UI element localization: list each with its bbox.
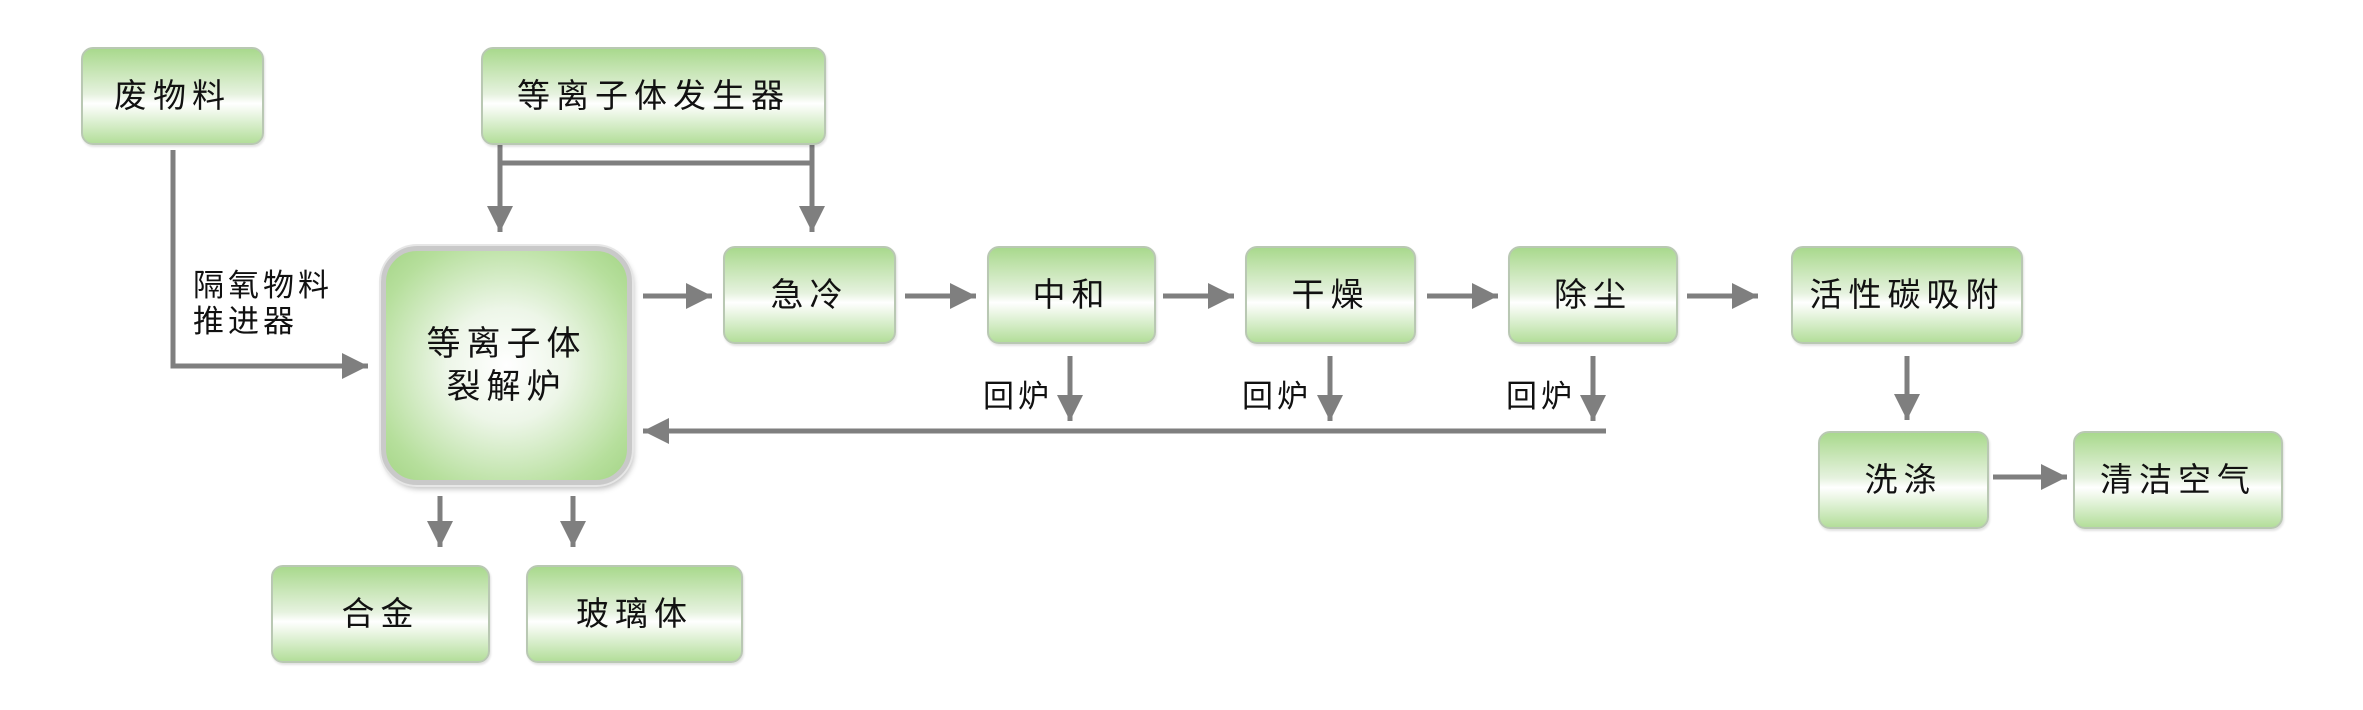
node-plasma-generator: 等离子体发生器 <box>481 47 826 145</box>
node-neutralize-label: 中和 <box>1032 275 1111 315</box>
node-plasma-furnace-line1: 等离子体 <box>426 324 587 364</box>
line-generator-split <box>497 145 815 166</box>
return-label-3: 回炉 <box>1506 379 1576 415</box>
node-clean-air: 清洁空气 <box>2073 431 2283 529</box>
node-quench: 急冷 <box>723 246 896 344</box>
arrow-waste-to-furnace <box>170 150 368 379</box>
node-dedust: 除尘 <box>1508 246 1678 344</box>
node-activated-carbon: 活性碳吸附 <box>1791 246 2023 344</box>
node-alloy: 合金 <box>271 565 490 663</box>
feeder-label: 隔氧物料 推进器 <box>193 268 333 340</box>
node-plasma-furnace: 等离子体 裂解炉 <box>381 246 632 485</box>
node-dry-label: 干燥 <box>1291 275 1370 315</box>
node-plasma-furnace-line2: 裂解炉 <box>446 366 567 407</box>
feeder-label-line1: 隔氧物料 <box>193 268 333 304</box>
node-dedust-label: 除尘 <box>1554 275 1632 315</box>
node-glass: 玻璃体 <box>526 565 743 663</box>
node-wash-label: 洗涤 <box>1864 460 1943 500</box>
node-dry: 干燥 <box>1245 246 1416 344</box>
node-clean-air-label: 清洁空气 <box>2100 460 2256 500</box>
node-waste: 废物料 <box>81 47 264 145</box>
node-neutralize: 中和 <box>987 246 1156 344</box>
node-plasma-generator-label: 等离子体发生器 <box>517 76 790 116</box>
node-waste-label: 废物料 <box>114 76 231 116</box>
node-wash: 洗涤 <box>1818 431 1989 529</box>
node-glass-label: 玻璃体 <box>576 594 693 634</box>
node-quench-label: 急冷 <box>770 275 849 315</box>
return-label-2: 回炉 <box>1242 379 1312 415</box>
node-activated-carbon-label: 活性碳吸附 <box>1809 275 2005 315</box>
node-alloy-label: 合金 <box>341 594 420 634</box>
feeder-label-line2: 推进器 <box>193 303 298 340</box>
return-label-1: 回炉 <box>983 379 1053 415</box>
